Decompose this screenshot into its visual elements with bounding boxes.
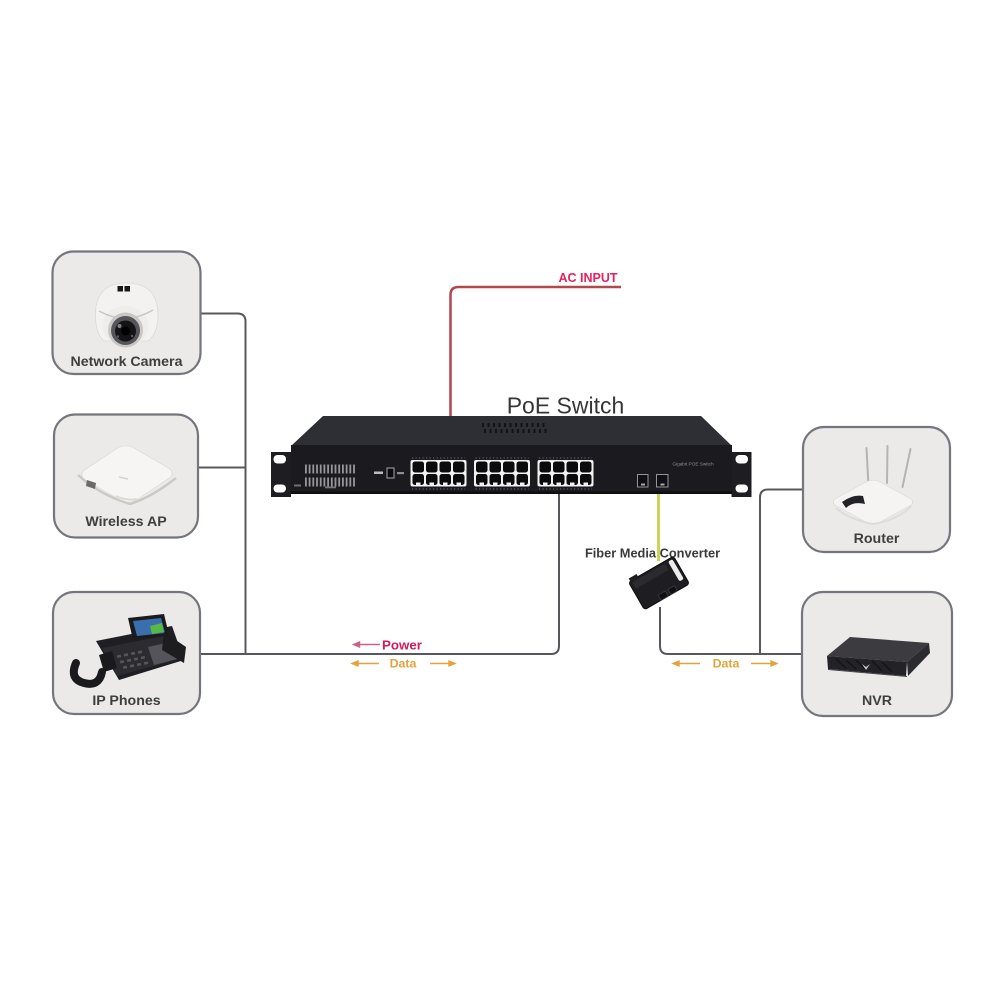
svg-text:Fiber Media Converter: Fiber Media Converter [585, 546, 720, 561]
svg-text:Power: Power [382, 638, 422, 653]
svg-text:Router: Router [854, 531, 900, 547]
svg-text:NVR: NVR [862, 693, 892, 709]
svg-text:Gigabit POE Switch: Gigabit POE Switch [672, 462, 714, 467]
svg-text:Data: Data [713, 657, 740, 671]
svg-text:Data: Data [390, 657, 417, 671]
svg-text:PoE Switch: PoE Switch [507, 393, 625, 419]
svg-text:IP Phones: IP Phones [92, 693, 160, 709]
svg-text:Wireless AP: Wireless AP [85, 514, 166, 530]
svg-text:Network Camera: Network Camera [71, 354, 183, 370]
svg-text:AC INPUT: AC INPUT [558, 271, 617, 285]
